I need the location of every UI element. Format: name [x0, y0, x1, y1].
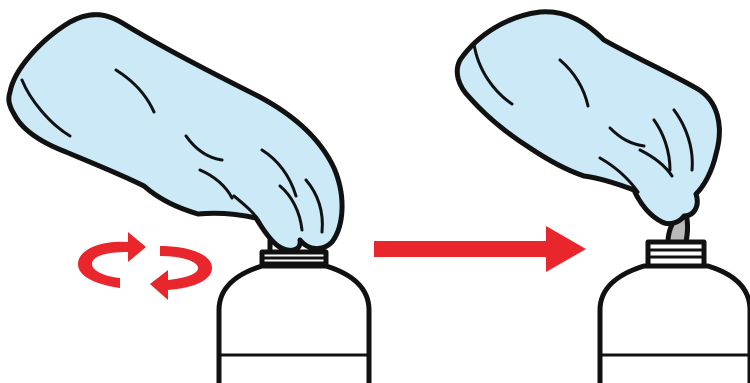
- step-2-panel: [457, 12, 750, 383]
- gloved-hand-pulling-seal-icon: [457, 12, 719, 224]
- rotate-arrow-right: [150, 246, 212, 300]
- bottle-2: [600, 214, 750, 383]
- bottle-2-body: [600, 266, 750, 383]
- right-arrow-icon: [374, 226, 586, 272]
- glove-1-shape: [9, 15, 342, 251]
- rotate-arrow-left: [78, 232, 146, 288]
- bottle-2-neck: [648, 242, 704, 266]
- bottle-1: [219, 232, 369, 383]
- step-1-panel: [9, 15, 369, 383]
- bottle-1-body: [219, 266, 369, 383]
- gloved-hand-twisting-cap-icon: [9, 15, 342, 251]
- rotate-arrows-icon: [78, 232, 212, 300]
